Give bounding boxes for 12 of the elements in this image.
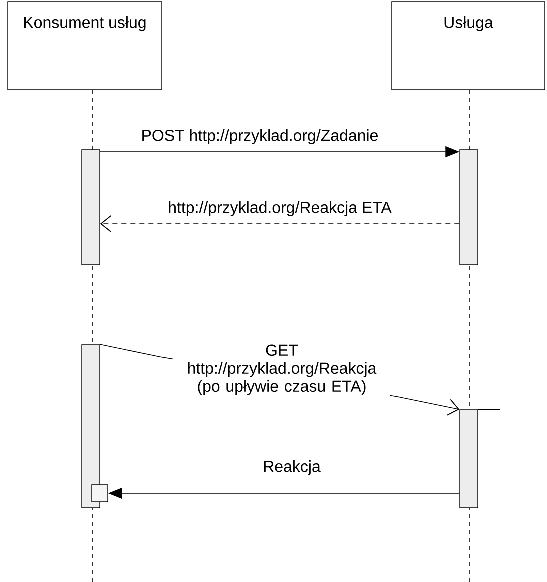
activation-bar	[82, 344, 100, 508]
activation-bar	[460, 410, 478, 508]
edge-label: http://przyklad.org/Reakcja ETA	[167, 200, 393, 218]
lifeline-head-box: Konsument usług	[8, 2, 162, 90]
edge-label: GET http://przyklad.org/Reakcja (po upływie czasu ETA)	[174, 344, 390, 396]
lifeline-head-box: Usługa	[392, 2, 546, 90]
arrow	[100, 216, 460, 232]
edge-label: POST http://przyklad.org/Zadanie	[140, 128, 380, 146]
activation-bar	[82, 150, 100, 266]
activation-box	[92, 484, 108, 502]
activation-bar	[460, 150, 478, 266]
edge-label: Reakcja	[262, 460, 322, 476]
